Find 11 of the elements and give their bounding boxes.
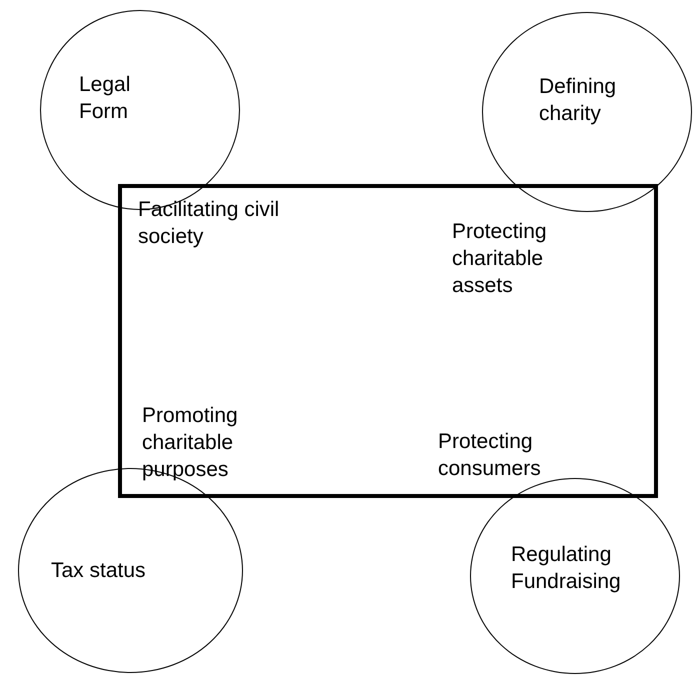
frame-text: Protecting charitable assets (452, 219, 548, 299)
circle-label: Regulating Fundraising (511, 542, 622, 595)
circle-label: Tax status (51, 558, 147, 584)
frame-text: Promoting charitable purposes (142, 403, 239, 483)
circle-label: Legal Form (79, 72, 132, 125)
rectangle-frame (118, 184, 658, 498)
circle (482, 12, 692, 212)
frame-text: Facilitating civil society (138, 197, 280, 250)
circle (470, 478, 680, 674)
circle-label: Defining charity (539, 74, 618, 127)
frame-text: Protecting consumers (438, 429, 542, 482)
